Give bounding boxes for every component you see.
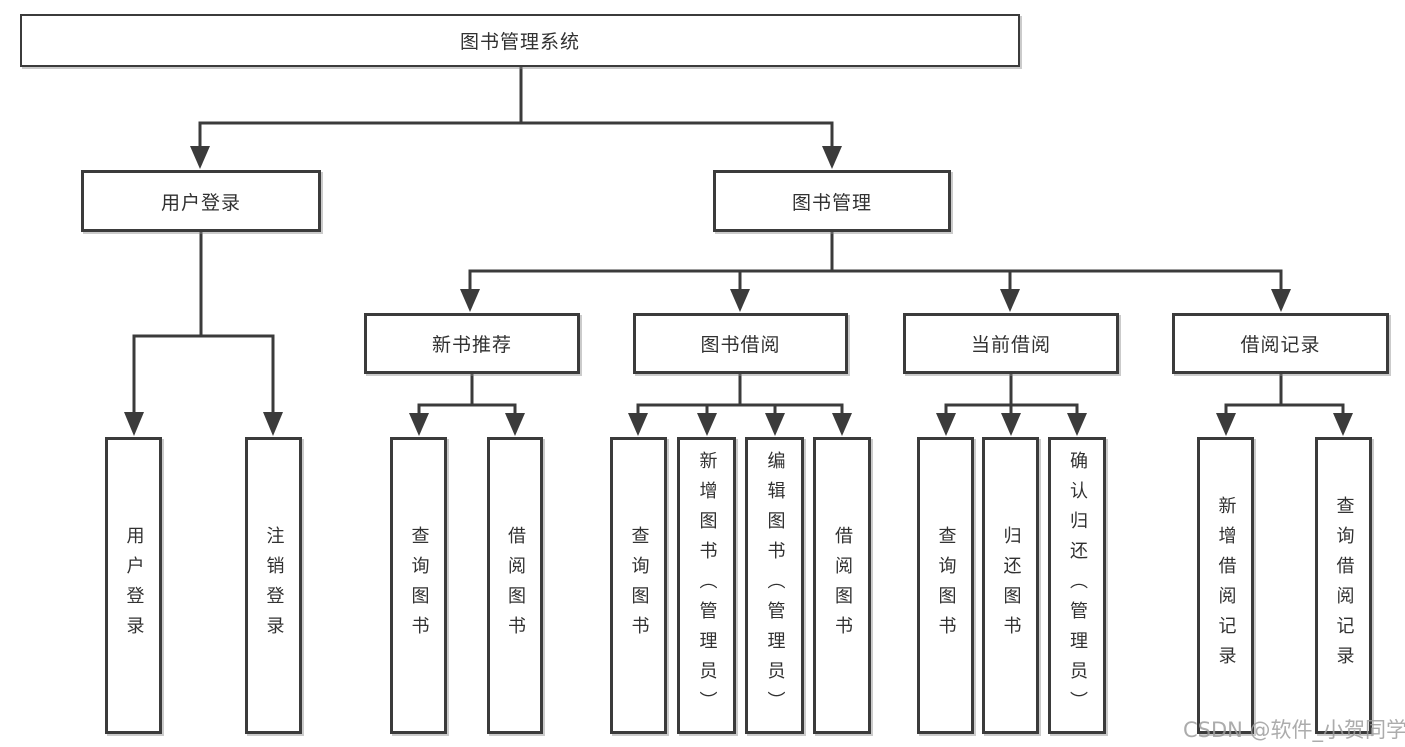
node-leaf-logout-label: 注销登录 bbox=[263, 525, 285, 646]
arrowhead-icon bbox=[697, 413, 717, 436]
node-leaf-query-books-3-label: 查询图书 bbox=[935, 525, 957, 646]
connector-line bbox=[468, 229, 1283, 291]
node-leaf-user-login-label: 用户登录 bbox=[123, 525, 145, 646]
connector-user-login-children bbox=[124, 229, 283, 436]
arrowhead-icon bbox=[190, 146, 210, 169]
arrowhead-icon bbox=[505, 413, 525, 436]
node-leaf-query-books-3: 查询图书 bbox=[917, 437, 974, 734]
arrowhead-icon bbox=[832, 413, 852, 436]
arrowhead-icon bbox=[1271, 289, 1291, 312]
arrowhead-icon bbox=[460, 289, 480, 312]
arrowhead-icon bbox=[124, 412, 144, 436]
node-leaf-confirm-return-admin-label: 确认归还（管理员） bbox=[1067, 450, 1088, 721]
connector-line bbox=[1224, 371, 1345, 415]
node-leaf-add-borrow-record-label: 新增借阅记录 bbox=[1215, 495, 1237, 676]
node-leaf-query-books-1: 查询图书 bbox=[390, 437, 447, 734]
node-leaf-query-borrow-record-label: 查询借阅记录 bbox=[1333, 495, 1355, 676]
node-book-management: 图书管理 bbox=[713, 170, 951, 232]
node-user-login: 用户登录 bbox=[81, 170, 321, 232]
node-book-management-label: 图书管理 bbox=[791, 191, 872, 214]
node-leaf-add-book-admin-label: 新增图书（管理员） bbox=[696, 450, 718, 721]
connector-line bbox=[944, 371, 1079, 415]
node-current-borrow-label: 当前借阅 bbox=[970, 334, 1051, 356]
node-leaf-return-book: 归还图书 bbox=[982, 437, 1039, 734]
connector-line bbox=[636, 371, 844, 415]
connector-line bbox=[417, 371, 517, 415]
node-new-book-recommend-label: 新书推荐 bbox=[431, 334, 512, 356]
arrowhead-icon bbox=[1000, 289, 1020, 312]
arrowhead-icon bbox=[1067, 413, 1087, 436]
arrowhead-icon bbox=[822, 146, 842, 169]
node-leaf-add-borrow-record: 新增借阅记录 bbox=[1197, 437, 1254, 734]
node-leaf-borrow-books-2: 借阅图书 bbox=[813, 437, 871, 734]
node-book-borrow-label: 图书借阅 bbox=[700, 334, 781, 356]
node-leaf-borrow-books-2-label: 借阅图书 bbox=[832, 525, 853, 646]
node-root: 图书管理系统 bbox=[20, 14, 1020, 67]
arrowhead-icon bbox=[1333, 413, 1353, 436]
connector-root-to-level2 bbox=[190, 64, 842, 169]
node-leaf-borrow-books-1-label: 借阅图书 bbox=[505, 525, 526, 646]
arrowhead-icon bbox=[765, 413, 785, 436]
node-leaf-borrow-books-1: 借阅图书 bbox=[487, 437, 543, 734]
node-borrow-record: 借阅记录 bbox=[1172, 313, 1389, 374]
arrowhead-icon bbox=[263, 412, 283, 436]
arrowhead-icon bbox=[730, 289, 750, 312]
connector-borrow-record-children bbox=[1216, 371, 1353, 436]
node-borrow-record-label: 借阅记录 bbox=[1240, 334, 1321, 356]
arrowhead-icon bbox=[628, 413, 648, 436]
node-leaf-confirm-return-admin: 确认归还（管理员） bbox=[1048, 437, 1106, 734]
connector-line bbox=[198, 64, 834, 149]
node-book-borrow: 图书借阅 bbox=[633, 313, 848, 374]
connector-book-borrow-children bbox=[628, 371, 852, 436]
node-new-book-recommend: 新书推荐 bbox=[364, 313, 580, 374]
connector-book-mgmt-children bbox=[460, 229, 1291, 312]
csdn-watermark: CSDN @软件_小贺同学 bbox=[1183, 718, 1405, 742]
arrowhead-icon bbox=[936, 413, 956, 436]
node-leaf-return-book-label: 归还图书 bbox=[1000, 525, 1022, 646]
node-leaf-query-books-2: 查询图书 bbox=[610, 437, 667, 734]
node-user-login-label: 用户登录 bbox=[160, 191, 241, 214]
arrowhead-icon bbox=[409, 413, 429, 436]
node-current-borrow: 当前借阅 bbox=[903, 313, 1119, 374]
connector-line bbox=[132, 229, 275, 414]
node-leaf-query-books-2-label: 查询图书 bbox=[628, 525, 650, 646]
connector-current-borrow-children bbox=[936, 371, 1087, 436]
connector-new-book-children bbox=[409, 371, 525, 436]
node-leaf-logout: 注销登录 bbox=[245, 437, 302, 734]
arrowhead-icon bbox=[1216, 413, 1236, 436]
node-root-label: 图书管理系统 bbox=[459, 31, 580, 53]
node-leaf-edit-book-admin: 编辑图书（管理员） bbox=[745, 437, 804, 734]
node-leaf-add-book-admin: 新增图书（管理员） bbox=[677, 437, 736, 734]
node-leaf-query-books-1-label: 查询图书 bbox=[408, 525, 430, 646]
node-leaf-user-login: 用户登录 bbox=[105, 437, 162, 734]
node-leaf-edit-book-admin-label: 编辑图书（管理员） bbox=[764, 450, 786, 721]
node-leaf-query-borrow-record: 查询借阅记录 bbox=[1315, 437, 1372, 734]
arrowhead-icon bbox=[1001, 413, 1021, 436]
